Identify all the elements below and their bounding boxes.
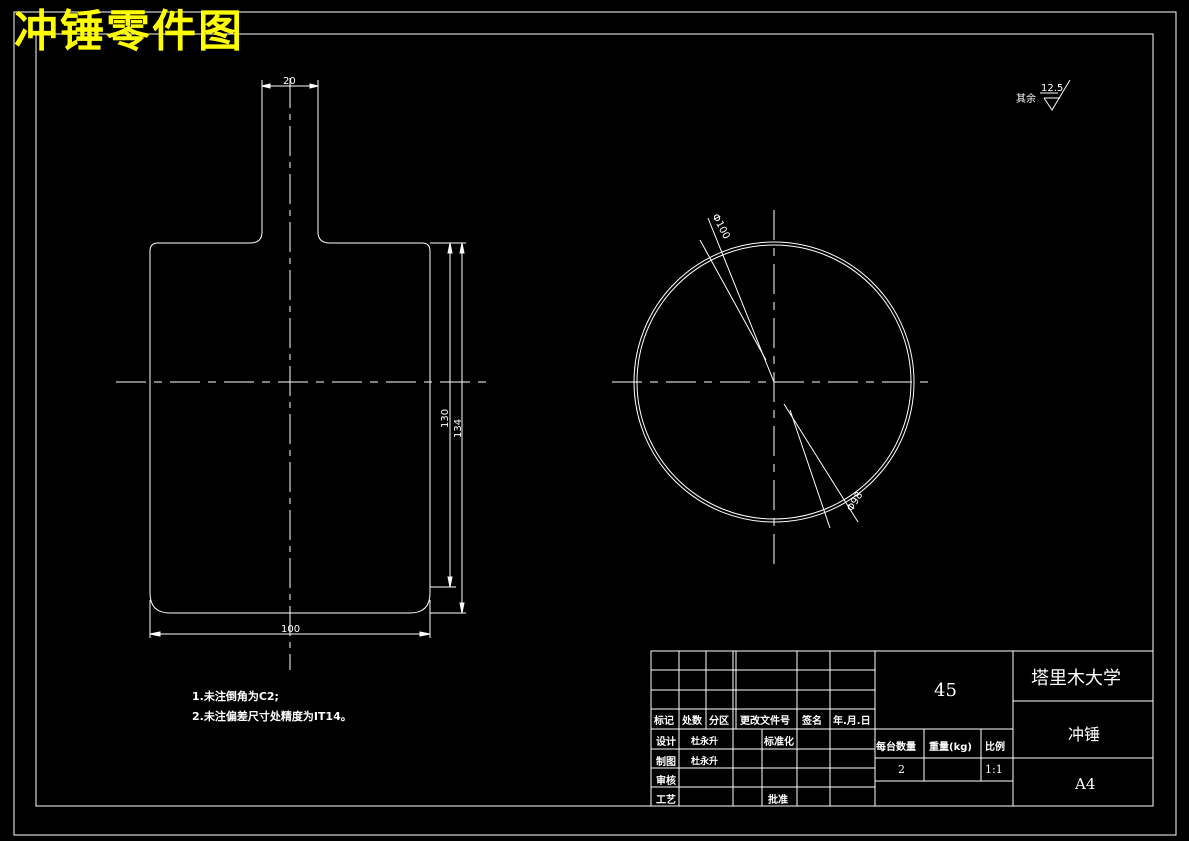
header-zone: 分区: [709, 716, 729, 727]
weight-label: 重量(kg): [929, 742, 972, 753]
standard-label: 标准化: [764, 737, 794, 748]
review-label: 审核: [656, 776, 676, 787]
hammer-outline: [149, 85, 431, 614]
dim-dia-98-text: Φ98: [845, 490, 865, 513]
front-view: [116, 78, 494, 670]
part-name: 冲锤: [1068, 725, 1101, 744]
design-name: 杜永升: [691, 737, 719, 747]
dim-top-width-text: 20: [283, 76, 296, 87]
qty-value: 2: [898, 763, 905, 776]
title-block-grid: [650, 650, 1154, 807]
scale-label: 比例: [985, 742, 1005, 753]
approve-label: 批准: [768, 795, 788, 806]
roughness-label: 其余: [1016, 92, 1036, 105]
note-2: 2.未注偏差尺寸处精度为IT14。: [192, 710, 352, 723]
roughness-value: 12.5: [1041, 83, 1063, 94]
header-count: 处数: [682, 716, 702, 727]
header-change-doc: 更改文件号: [740, 716, 790, 727]
design-label: 设计: [656, 737, 676, 748]
dim-bottom-width: [149, 600, 431, 638]
dim-dia-100-text: Φ100: [709, 212, 731, 241]
header-signature: 签名: [802, 716, 822, 727]
paper-size: A4: [1075, 775, 1096, 793]
dim-bottom-width-text: 100: [281, 624, 300, 635]
scale-value: 1:1: [985, 763, 1003, 776]
dim-heights: [430, 242, 466, 614]
leader-inner-1: [783, 403, 859, 523]
inner-frame: [35, 33, 1154, 807]
school-name: 塔里木大学: [1031, 668, 1121, 689]
outer-frame: [13, 11, 1177, 836]
drawing-label: 制图: [656, 757, 676, 768]
drawing-name: 杜永升: [691, 757, 719, 767]
drawing-title: 冲锤零件图: [14, 6, 244, 57]
note-1: 1.未注倒角为C2;: [192, 690, 279, 703]
header-date: 年.月.日: [833, 716, 871, 727]
material-value: 45: [934, 680, 957, 701]
dim-height-130-text: 130: [440, 409, 451, 428]
dim-height-134-text: 134: [453, 419, 464, 438]
top-view: [612, 210, 936, 572]
roughness-symbol: [1040, 79, 1071, 111]
leader-outer-2: [699, 239, 767, 361]
process-label: 工艺: [656, 795, 676, 806]
header-mark: 标记: [654, 716, 674, 727]
dim-top-width: [261, 80, 319, 89]
leader-inner-2: [789, 409, 831, 529]
qty-label: 每台数量: [876, 742, 916, 753]
